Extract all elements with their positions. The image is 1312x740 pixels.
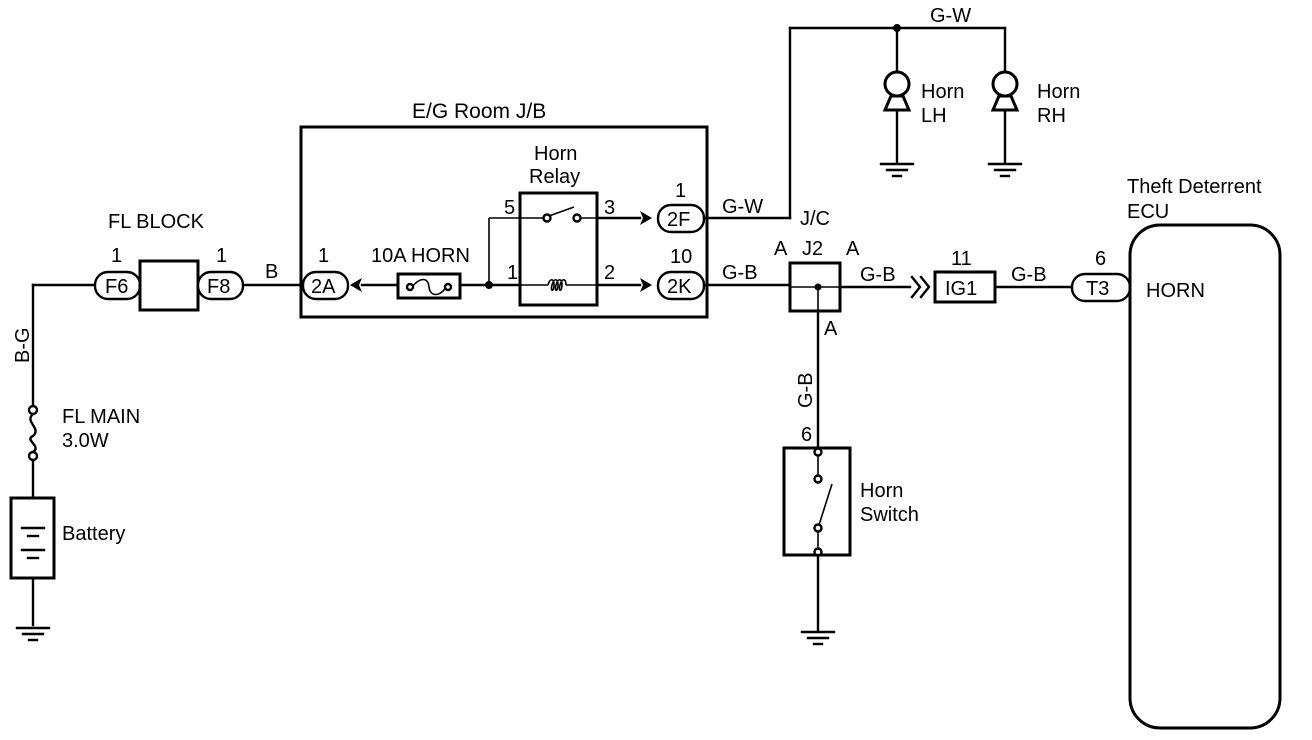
pin-2a: 1 (318, 245, 329, 267)
ground-icon (879, 162, 915, 178)
fl-main-label-2: 3.0W (62, 430, 109, 452)
wire-code-gb-vertical: G-B (795, 372, 817, 408)
ig1-connector-chevron-icon (910, 275, 931, 299)
wire-code-gb-jc: G-B (860, 264, 896, 286)
horn-lh-icon (882, 70, 912, 164)
pin-t3: 6 (1095, 248, 1106, 270)
pin-switch: 6 (801, 424, 812, 446)
pin-ig1: 11 (951, 248, 972, 270)
wire-code-gb-ig1: G-B (1011, 264, 1047, 286)
fuse-icon (411, 278, 447, 296)
horn-switch-label-1: Horn (860, 480, 903, 502)
horn-lh-label-2: LH (921, 105, 947, 127)
battery-circuit (9, 283, 97, 642)
pin-jc-a-left: A (774, 238, 788, 260)
connector-2f-label: 2F (667, 209, 690, 231)
wire-code-bg: B-G (12, 327, 34, 363)
pin-2k: 10 (670, 246, 692, 268)
wire-code-gw-2f: G-W (722, 196, 763, 218)
ground-icon (15, 626, 51, 642)
pin-jc-a-bottom: A (824, 318, 838, 340)
connector-2f-arrow-icon (640, 211, 652, 225)
pin-2f: 1 (675, 180, 686, 202)
fl-block-box (138, 259, 200, 312)
eg-room-jb-label: E/G Room J/B (412, 100, 546, 123)
ecu-terminal-horn: HORN (1146, 280, 1205, 302)
ground-icon (987, 162, 1023, 178)
pin-relay-5: 5 (504, 197, 515, 219)
pin-relay-1: 1 (507, 262, 518, 284)
wire-code-b: B (265, 261, 278, 283)
connector-f6-label: F6 (105, 276, 128, 298)
horn-switch-icon (813, 447, 833, 557)
connector-2k-label: 2K (667, 276, 692, 298)
connector-2k-arrow-icon (640, 278, 652, 292)
connector-t3-label: T3 (1086, 278, 1109, 300)
fl-block-label: FL BLOCK (108, 211, 205, 233)
horn-switch-box (782, 446, 852, 557)
fl-block (93, 259, 245, 312)
horn-rh-icon (990, 70, 1020, 164)
theft-deterrent-ecu-box (1128, 223, 1282, 730)
wire-code-gw-top: G-W (930, 5, 971, 27)
connector-2a (301, 270, 350, 301)
battery-label: Battery (62, 523, 125, 545)
wire-code-gb-2k: G-B (722, 262, 758, 284)
connector-ig1-label: IG1 (945, 278, 977, 300)
fuse-label: 10A HORN (371, 245, 470, 267)
horn-relay-label-2: Relay (529, 166, 580, 188)
horn-switch-label-2: Switch (860, 504, 919, 526)
relay-switch-icon (520, 206, 597, 223)
horn-rh-label-1: Horn (1037, 81, 1080, 103)
connector-f8-label: F8 (207, 276, 230, 298)
horn-lh-label-1: Horn (921, 81, 964, 103)
ecu-label-1: Theft Deterrent (1127, 176, 1262, 198)
relay-coil-icon (520, 278, 597, 292)
horn-relay-label-1: Horn (534, 143, 577, 165)
pin-relay-3: 3 (604, 197, 615, 219)
horn-rh-label-2: RH (1037, 105, 1066, 127)
jc-label-2: J2 (802, 238, 823, 260)
connector-2a-label: 2A (311, 276, 336, 298)
battery-box (9, 496, 56, 580)
pin-jc-a-right: A (846, 238, 860, 260)
pin-relay-2: 2 (604, 262, 615, 284)
jc-label-1: J/C (800, 208, 830, 230)
connector-2a-arrow-icon (350, 278, 362, 292)
fl-main-label-1: FL MAIN (62, 406, 140, 428)
ground-icon (800, 630, 836, 646)
eg-room-jb-box (299, 125, 709, 319)
pin-f6: 1 (111, 245, 122, 267)
ecu-label-2: ECU (1127, 201, 1169, 223)
fl-main-fusible-link-icon (29, 412, 37, 454)
jc-junction-dot (814, 283, 822, 291)
pin-f8: 1 (216, 245, 227, 267)
